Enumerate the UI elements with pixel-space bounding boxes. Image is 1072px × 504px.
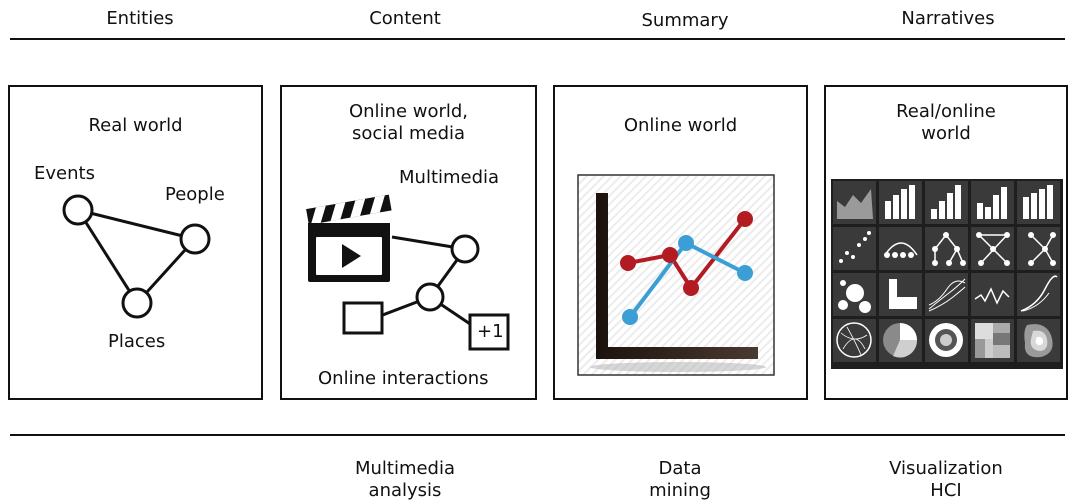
people-node — [179, 223, 211, 255]
content-graph — [306, 194, 510, 351]
header-summary: Summary — [641, 10, 729, 31]
events-node — [62, 194, 94, 226]
red-point — [737, 211, 753, 227]
line-chart-icon — [577, 174, 775, 376]
footer-data-mining: Data mining — [649, 458, 711, 501]
red-point — [662, 247, 678, 263]
content-panel: Online world, social media Multimedia +1… — [280, 85, 537, 400]
blue-point — [678, 235, 694, 251]
content-node-top — [450, 234, 480, 264]
top-divider — [10, 38, 1065, 40]
plus-one-box — [468, 313, 510, 351]
footer-multimedia-analysis: Multimedia analysis — [354, 458, 456, 501]
entity-graph — [62, 194, 211, 319]
red-point — [620, 255, 636, 271]
people-label: People — [165, 184, 225, 205]
visualization-grid-icon — [831, 179, 1063, 369]
plus-one-label: +1 — [477, 321, 504, 342]
red-series-line — [627, 217, 747, 292]
header-entities: Entities — [106, 8, 174, 29]
places-node — [121, 287, 153, 319]
places-label: Places — [108, 331, 166, 352]
header-narratives: Narratives — [901, 8, 995, 29]
events-label: Events — [34, 163, 95, 184]
post-box — [342, 301, 384, 335]
bottom-divider — [10, 434, 1065, 436]
narratives-panel-title: Real/online world — [896, 101, 996, 144]
footer-visualization-hci: Visualization HCI — [889, 458, 1003, 501]
narratives-panel: Real/online world — [824, 85, 1068, 400]
content-panel-title: Online world, social media — [348, 101, 469, 144]
summary-panel-title: Online world — [623, 115, 738, 136]
content-node-middle — [415, 282, 445, 312]
entities-panel: Real world Events People Places — [8, 85, 263, 400]
blue-point — [622, 309, 638, 325]
red-point — [683, 280, 699, 296]
online-interactions-label: Online interactions — [318, 368, 489, 389]
entities-panel-title: Real world — [88, 115, 183, 136]
multimedia-label: Multimedia — [399, 167, 500, 188]
header-content: Content — [369, 8, 441, 29]
summary-panel: Online world — [553, 85, 808, 400]
blue-point — [737, 265, 753, 281]
clapperboard-icon — [306, 194, 392, 282]
